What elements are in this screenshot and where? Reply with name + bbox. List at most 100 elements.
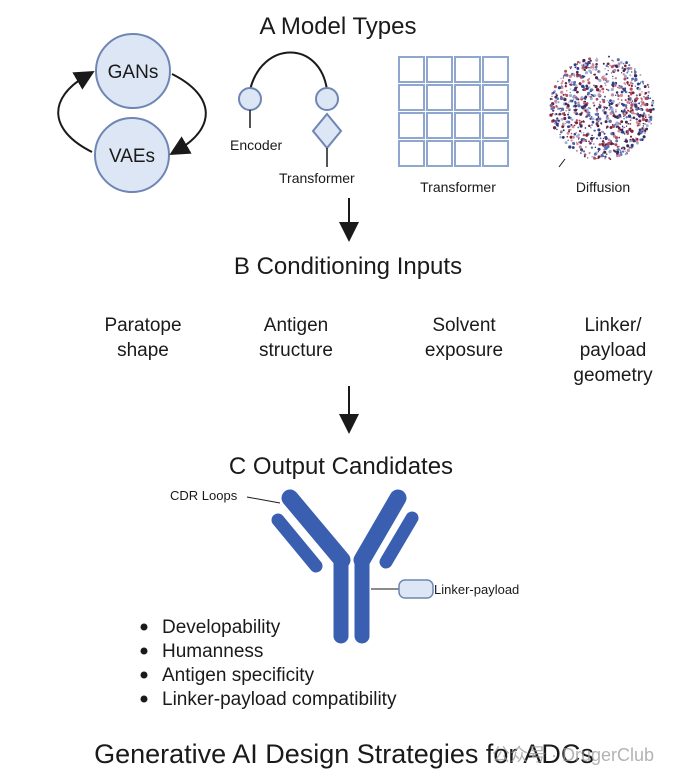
noise-particle [577,98,580,101]
noise-particle [611,125,615,129]
noise-particle [630,143,634,147]
noise-particle [640,98,644,101]
noise-particle [570,139,573,142]
noise-particle [645,124,649,128]
noise-particle [625,116,628,119]
grid-cell [426,140,453,167]
noise-particle [626,81,629,84]
noise-particle [594,76,599,80]
noise-particle [604,155,607,158]
noise-particle [604,84,607,87]
noise-particle [597,155,601,159]
noise-particle [596,57,598,59]
noise-particle [591,117,595,121]
noise-particle [622,69,626,73]
noise-particle [580,152,582,154]
noise-particle [596,124,600,128]
noise-particle [610,140,612,142]
noise-particle [635,97,639,101]
noise-particle [584,103,588,107]
noise-particle [565,120,567,123]
noise-particle [604,157,606,160]
noise-particle [620,61,623,64]
noise-particle [585,96,587,99]
noise-particle [621,150,625,153]
noise-particle [560,82,563,85]
noise-particle [640,81,642,83]
noise-particle [559,136,562,139]
bullet-item: Antigen specificity [162,665,315,686]
noise-particle [641,80,644,84]
attention-arc [249,51,328,91]
noise-particle [553,122,556,125]
noise-particle [574,108,578,112]
noise-particle [566,131,570,135]
noise-particle [628,84,631,87]
noise-particle [556,97,560,101]
noise-particle [568,101,570,103]
noise-particle [602,91,605,93]
noise-particle [588,107,590,109]
noise-particle [611,81,615,84]
noise-particle [629,135,633,138]
grid-cell [454,112,481,139]
noise-particle [627,94,630,98]
noise-particle [635,121,639,124]
noise-particle [568,107,571,110]
noise-particle [588,77,590,80]
linker-payload-box [398,579,434,599]
noise-particle [571,99,574,102]
noise-particle [575,131,578,134]
noise-particle [638,128,642,132]
noise-particle [575,105,578,108]
noise-particle [607,117,610,120]
heavy-chain-left-arm [281,489,351,569]
noise-particle [585,139,587,141]
noise-particle [614,150,617,153]
vaes-node [94,117,170,193]
noise-particle [611,77,614,80]
grid-cell [454,84,481,111]
noise-particle [614,110,617,113]
noise-particle [623,133,626,135]
noise-particle [622,126,625,129]
noise-particle [608,55,610,58]
noise-particle [578,129,582,133]
noise-particle [609,141,614,146]
noise-particle [628,97,631,100]
noise-particle [599,137,602,140]
noise-particle [595,58,599,62]
noise-particle [647,90,650,93]
noise-particle [604,136,608,139]
grid-cell [454,140,481,167]
noise-particle [597,151,600,153]
noise-particle [620,99,623,101]
noise-particle [623,88,627,92]
noise-particle [594,146,597,148]
noise-particle [652,107,655,111]
noise-particle [623,82,626,85]
noise-particle [585,87,589,91]
noise-particle [614,82,617,85]
noise-particle [595,107,599,110]
grid-cell [426,84,453,111]
noise-particle [626,100,630,104]
noise-particle [606,144,610,149]
noise-particle [560,85,564,89]
noise-particle [643,127,645,130]
noise-particle [624,99,627,102]
noise-particle [629,101,632,103]
noise-particle [594,113,597,115]
noise-particle [552,91,555,94]
encoder-transformer-icon: Encoder Transformer [230,51,355,186]
cdr-leader-line [246,496,281,504]
noise-particle [576,86,578,89]
noise-particle [636,82,640,86]
noise-particle [582,150,586,153]
bullet-dot [140,671,148,679]
noise-particle [614,64,618,68]
noise-particle [584,107,586,109]
noise-particle [598,78,602,83]
noise-particle [625,106,628,109]
noise-particle [585,84,589,88]
